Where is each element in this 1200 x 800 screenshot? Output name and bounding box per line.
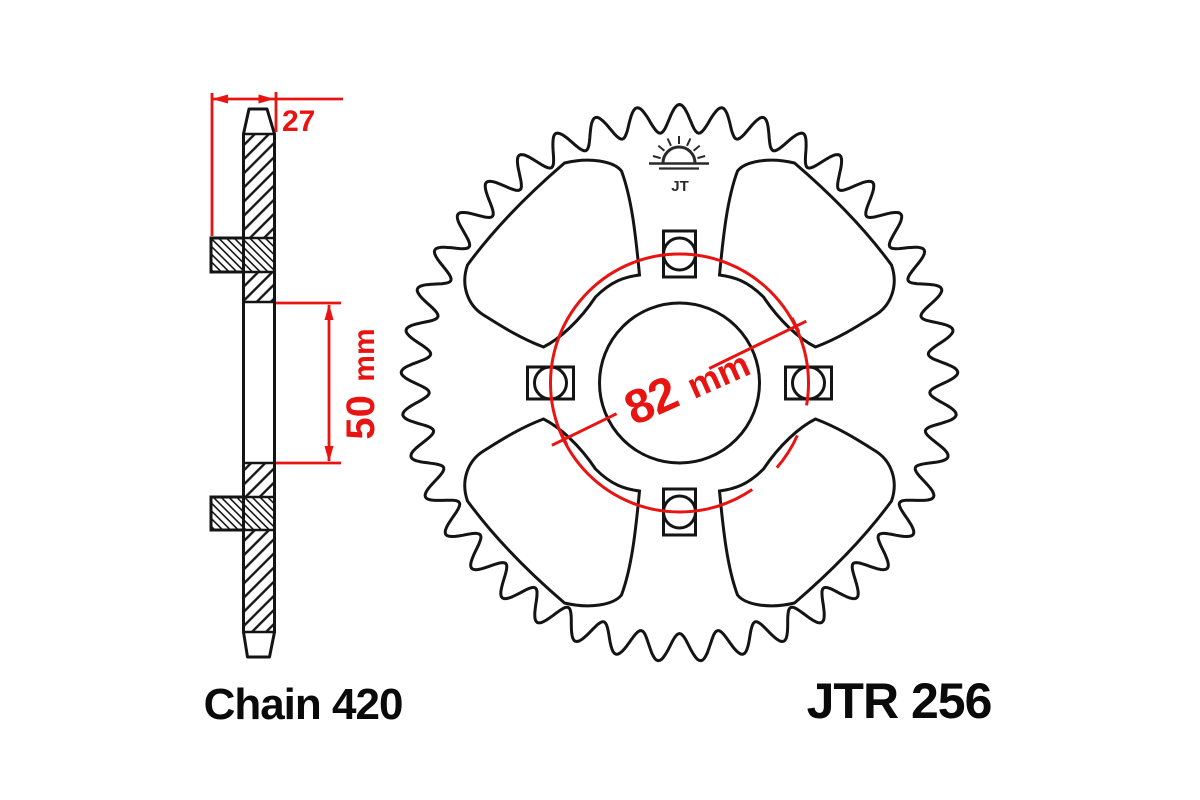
bolt-circle-red (549, 252, 810, 514)
hub-width-value: 27 (282, 105, 315, 138)
arrow-left (212, 94, 228, 104)
dimension-tick-lower (558, 430, 569, 446)
jt-logo: JT (649, 136, 709, 195)
jt-logo-sun-icon (661, 145, 697, 164)
jt-logo-rays (652, 136, 706, 160)
arrow-right (258, 94, 275, 104)
hole-spacing-label: 50 mm (339, 328, 383, 439)
part-number-label: JTR 256 (807, 673, 992, 729)
chain-size-label: Chain 420 (204, 680, 403, 729)
bolt-block-lower (209, 495, 245, 532)
arrow-up (324, 304, 334, 320)
section-boundaries (242, 132, 276, 634)
front-view: JT 82 mm (399, 103, 960, 663)
hole-spacing-dimension: 50 mm (276, 301, 383, 465)
dimension-tick-upper (790, 317, 801, 333)
plate-outline (242, 107, 276, 659)
hub-width-dimension: 27 (210, 92, 343, 236)
side-section-view (209, 107, 276, 659)
jt-logo-text: JT (671, 178, 689, 195)
bolt-block-upper (209, 236, 245, 274)
center-bore (598, 301, 761, 465)
section-hatching (245, 134, 274, 632)
arrow-down (324, 446, 334, 462)
